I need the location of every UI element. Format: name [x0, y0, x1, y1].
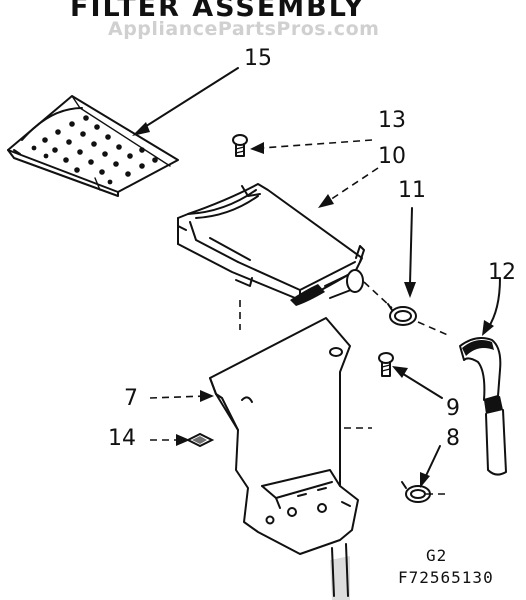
callout-11: 11: [398, 178, 426, 203]
diagram-code: G2: [426, 546, 448, 565]
callout-7: 7: [124, 386, 138, 411]
leader-lines: [132, 67, 501, 495]
clamp-part-11: [387, 303, 417, 326]
diagram-title: FILTER ASSEMBLY: [70, 0, 366, 23]
bracket-part-7: [209, 317, 359, 600]
callout-8: 8: [446, 426, 460, 451]
screw-part-9: [378, 352, 394, 377]
callout-12: 12: [488, 260, 516, 285]
filter-screen-part-15: [7, 95, 179, 197]
screw-part-13: [232, 134, 248, 157]
callout-15: 15: [244, 46, 272, 71]
callout-10: 10: [378, 144, 406, 169]
filter-housing-part-10: [177, 183, 365, 306]
callout-14: 14: [108, 426, 136, 451]
callout-13: 13: [378, 108, 406, 133]
watermark-text: AppliancePartsPros.com: [108, 18, 380, 40]
callout-9: 9: [446, 396, 460, 421]
clamp-part-8: [401, 481, 431, 503]
clip-part-14: [185, 432, 215, 448]
hose-part-12: [459, 337, 507, 476]
figure-number: F72565130: [398, 568, 494, 587]
